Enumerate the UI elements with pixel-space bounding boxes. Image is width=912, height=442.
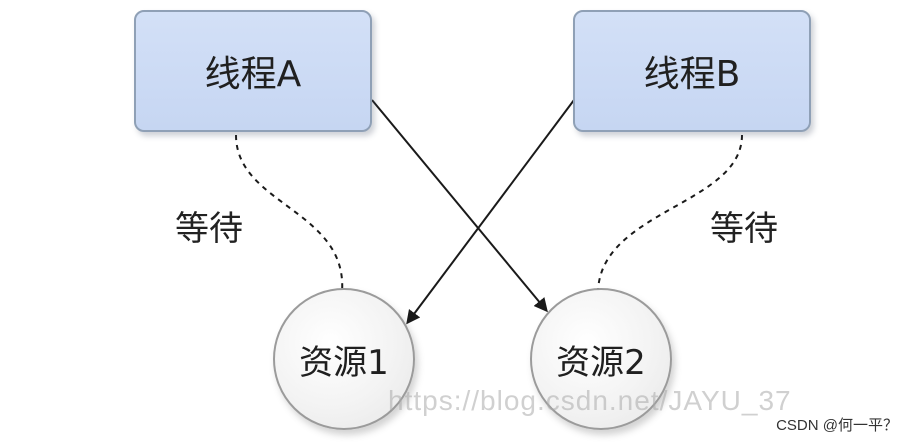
watermark: https://blog.csdn.net/JAYU_37 [388, 385, 792, 416]
edge-thread-b-to-resource-1 [406, 99, 575, 325]
wait-edge-left [235, 134, 344, 293]
resource-1-label: 资源1 [299, 342, 389, 383]
edge-thread-a-to-resource-2 [371, 99, 548, 313]
wait-label-right: 等待 [710, 209, 778, 249]
resource-2-label: 资源2 [556, 342, 646, 383]
thread-a-label: 线程A [204, 54, 302, 95]
wait-edge-right [597, 134, 743, 293]
wait-label-left: 等待 [175, 209, 243, 249]
resource-2-node: 资源2 [530, 288, 672, 430]
thread-a-node: 线程A [134, 10, 372, 132]
resource-1-node: 资源1 [273, 288, 415, 430]
thread-b-node: 线程B [573, 10, 811, 132]
thread-b-label: 线程B [643, 54, 741, 95]
credit-label: CSDN @何一平？ [776, 417, 898, 434]
